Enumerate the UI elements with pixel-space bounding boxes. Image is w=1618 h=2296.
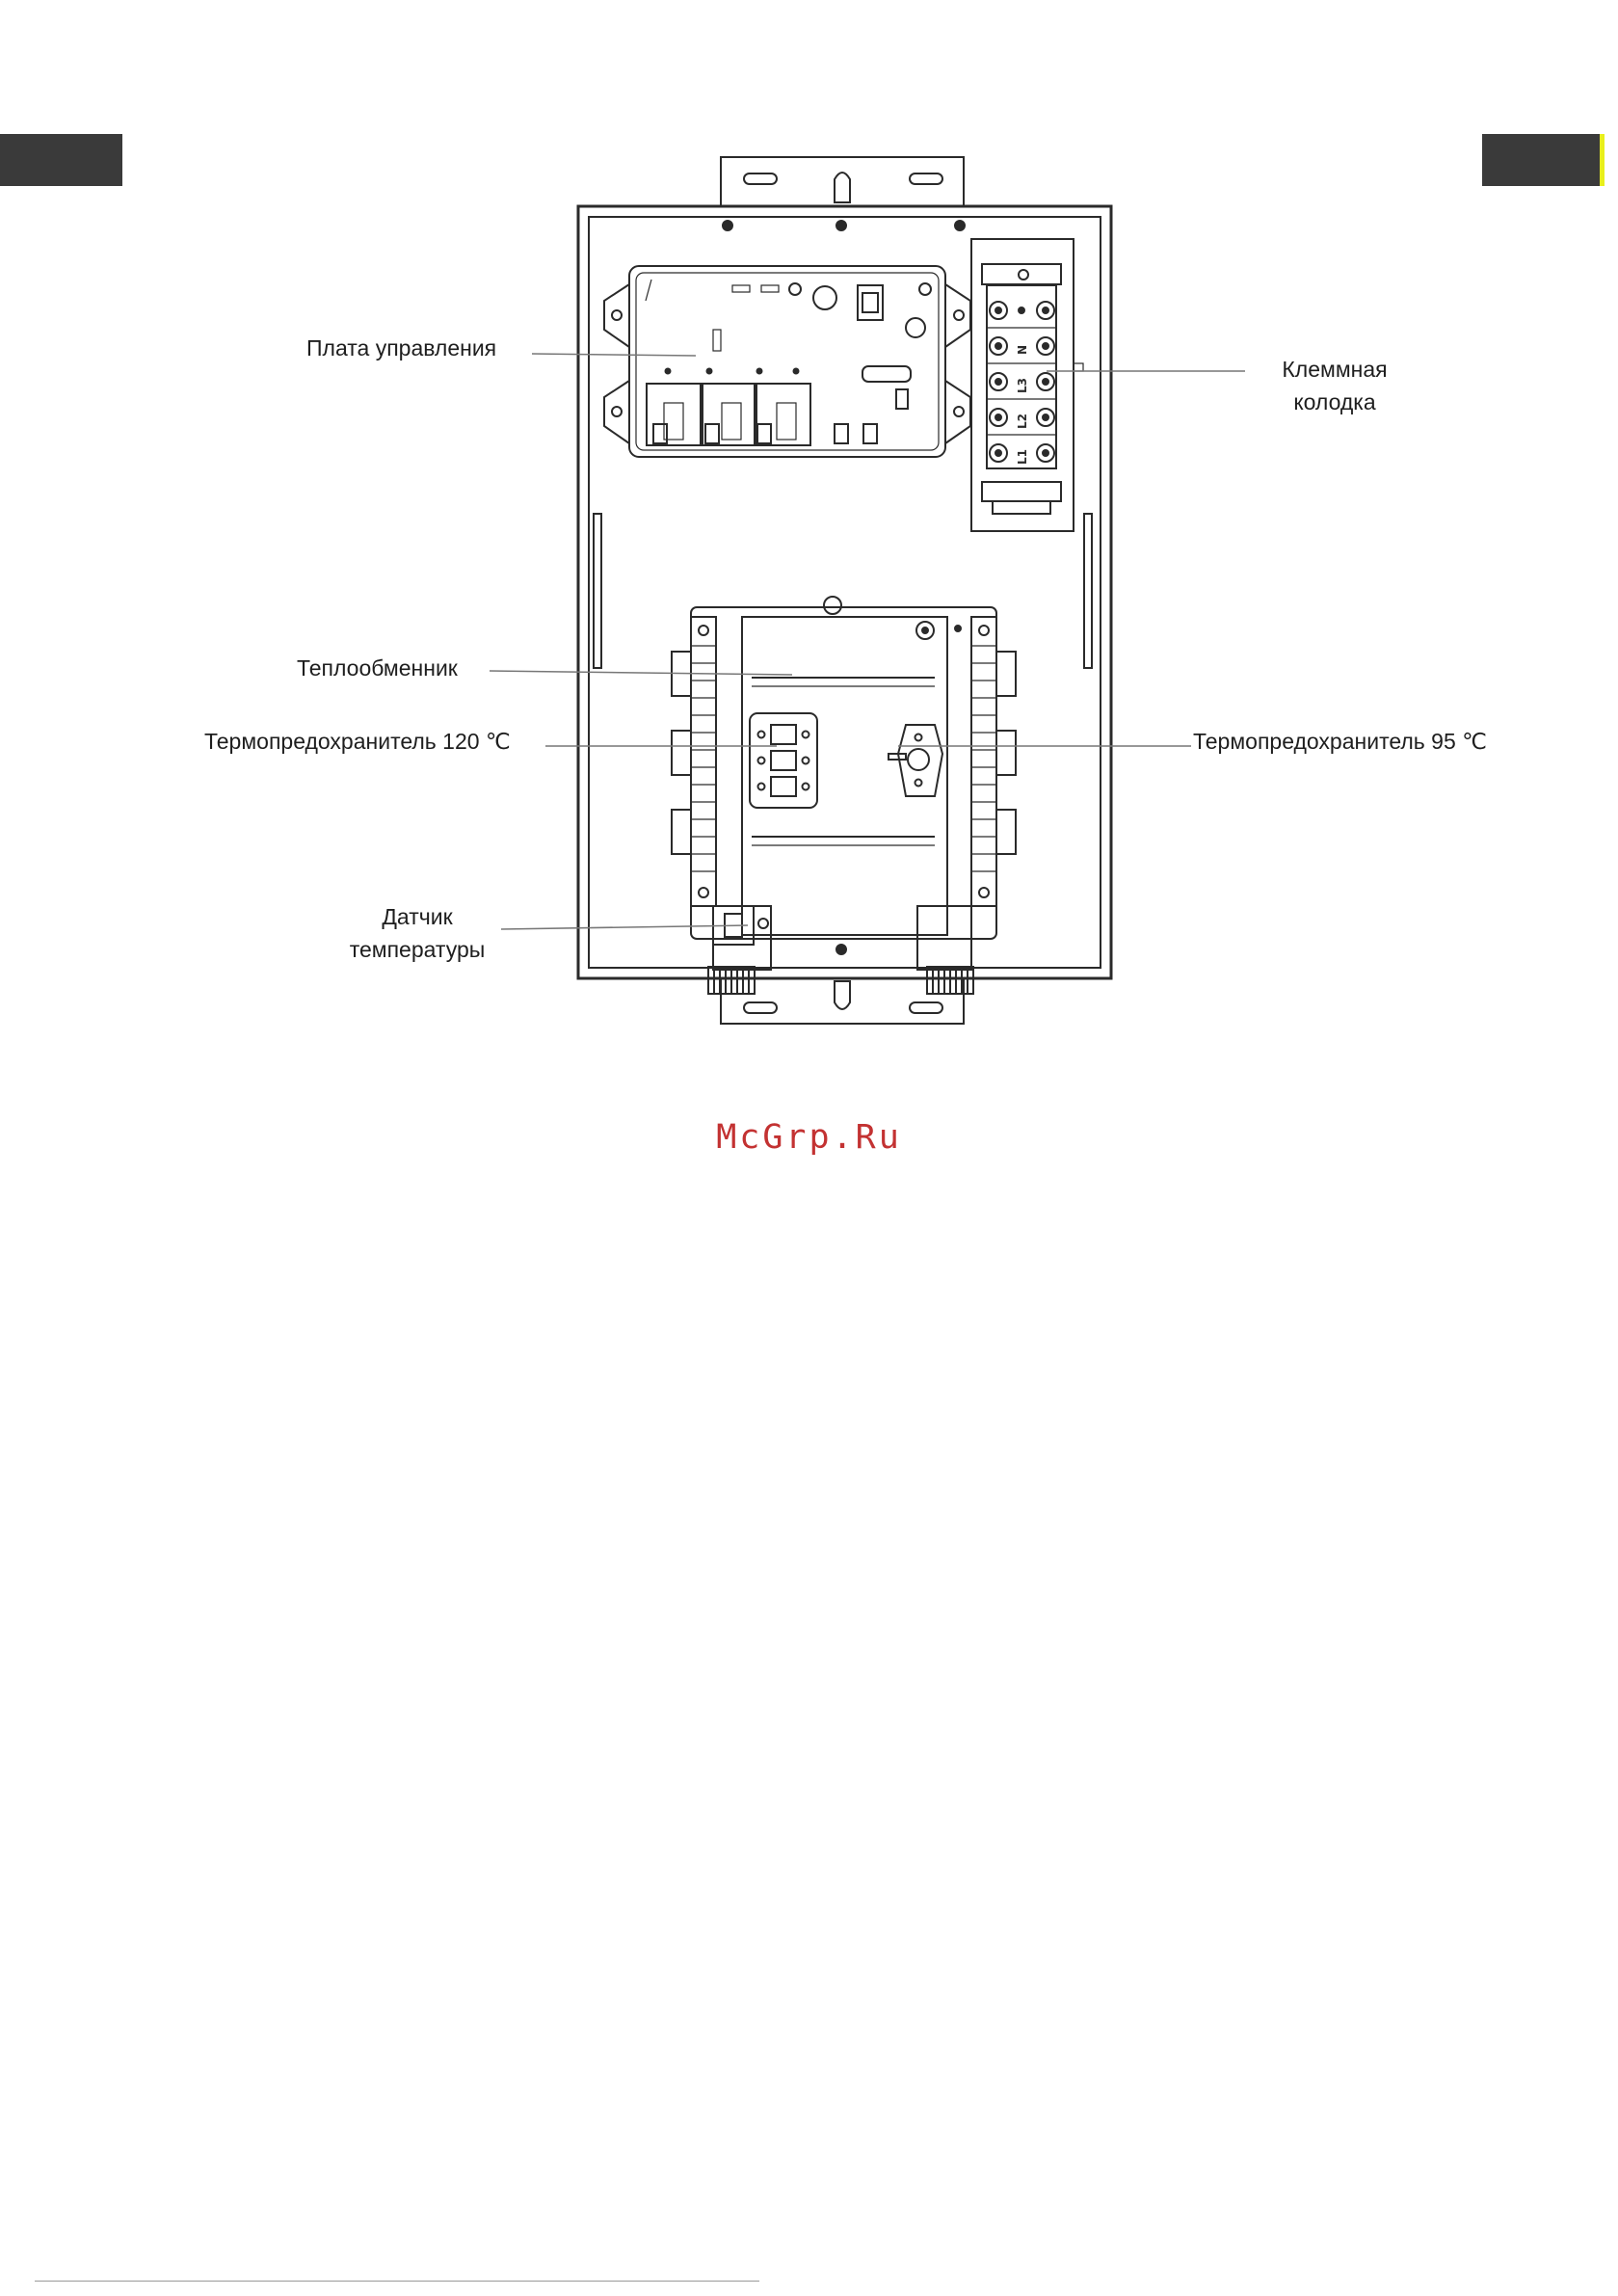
thermal-fuse-95	[889, 725, 942, 796]
label-temp-sensor-line1: Датчик	[335, 900, 499, 933]
terminal-mark-n: N	[1016, 345, 1029, 355]
outer-casing	[578, 206, 1111, 978]
label-temp-sensor-line2: температуры	[335, 933, 499, 966]
thermal-fuse-120	[750, 713, 817, 808]
top-mounting-bracket	[721, 157, 964, 206]
label-heat-exchanger: Теплообменник	[297, 652, 458, 684]
footer-divider	[35, 2281, 759, 2282]
label-temp-sensor: Датчик температуры	[335, 900, 499, 966]
terminal-mark-l3: L3	[1016, 378, 1029, 393]
label-control-board: Плата управления	[306, 332, 496, 364]
control-board	[604, 266, 970, 457]
watermark-text: McGrp.Ru	[0, 1118, 1618, 1157]
label-terminal-block-line2: колодка	[1243, 386, 1426, 418]
cable-gland-right	[927, 967, 973, 994]
label-terminal-block: Клеммная колодка	[1243, 353, 1426, 418]
label-thermal-fuse-120: Термопредохранитель 120 ℃	[204, 725, 511, 758]
terminal-mark-l2: L2	[1016, 414, 1029, 429]
terminal-mark-l1: L1	[1016, 449, 1029, 465]
cable-gland-left	[708, 967, 755, 994]
leader-control-board	[532, 354, 696, 356]
leader-heat-exchanger	[490, 671, 792, 675]
heat-exchanger	[672, 597, 1016, 970]
label-terminal-block-line1: Клеммная	[1243, 353, 1426, 386]
leader-temp-sensor	[501, 925, 748, 929]
label-thermal-fuse-95: Термопредохранитель 95 ℃	[1193, 725, 1487, 758]
